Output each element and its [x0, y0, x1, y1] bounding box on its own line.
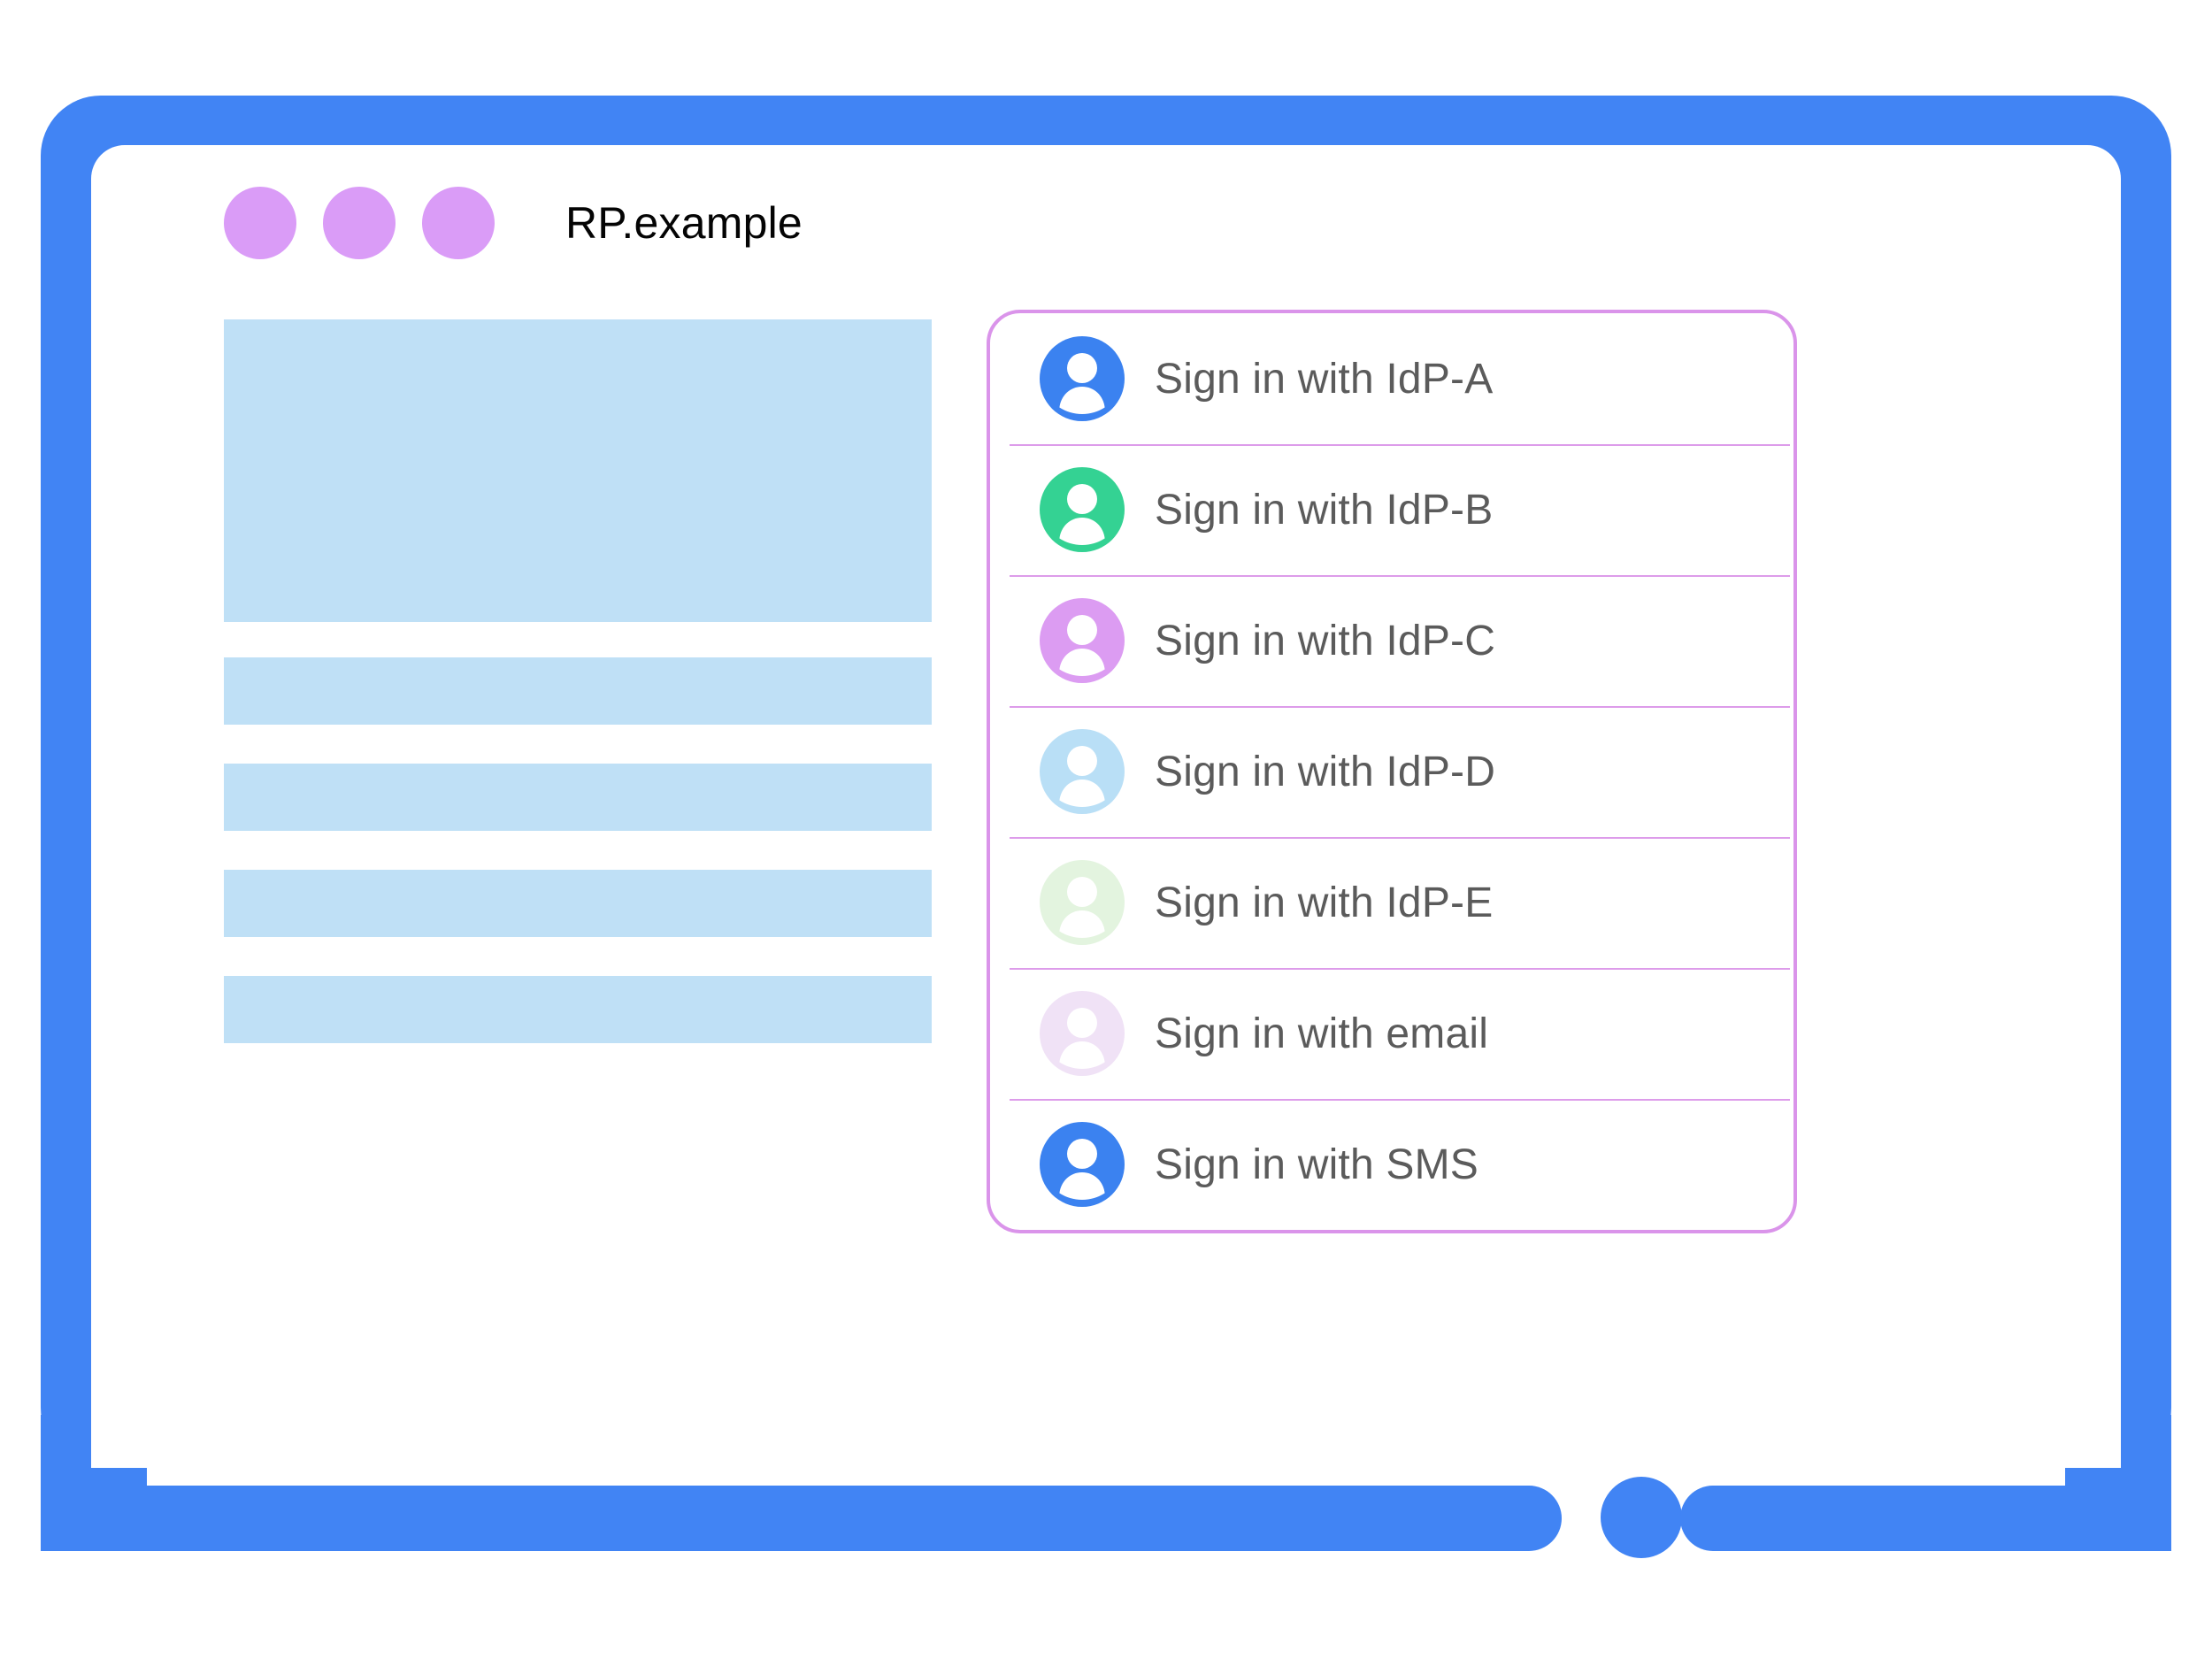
account-label: Sign in with email	[1155, 1010, 1489, 1057]
text-block-2	[224, 764, 932, 831]
text-block-1	[224, 657, 932, 725]
account-row-idp-d[interactable]: Sign in with IdP-D	[990, 706, 1793, 837]
account-label: Sign in with IdP-C	[1155, 617, 1496, 664]
account-avatar-icon	[1040, 1122, 1125, 1207]
account-label: Sign in with IdP-D	[1155, 748, 1496, 795]
page-content-placeholder	[224, 319, 932, 1043]
account-chooser-dialog: Sign in with IdP-A Sign in with IdP-B	[987, 310, 1797, 1233]
device-bottom-bar-left	[41, 1486, 1562, 1551]
account-label: Sign in with SMS	[1155, 1141, 1479, 1188]
browser-screen: RP.example Sign in with IdP-A	[91, 145, 2121, 1468]
account-avatar-icon	[1040, 467, 1125, 552]
browser-titlebar: RP.example	[91, 145, 2121, 301]
account-avatar-icon	[1040, 860, 1125, 945]
device-bottom-bar	[41, 1415, 2171, 1575]
account-row-email[interactable]: Sign in with email	[990, 968, 1793, 1099]
account-label: Sign in with IdP-B	[1155, 486, 1494, 534]
account-row-idp-c[interactable]: Sign in with IdP-C	[990, 575, 1793, 706]
hero-block	[224, 319, 932, 622]
text-block-4	[224, 976, 932, 1043]
home-button[interactable]	[1601, 1477, 1682, 1558]
account-label: Sign in with IdP-E	[1155, 879, 1494, 926]
device-bottom-bar-right	[1680, 1486, 2171, 1551]
account-avatar-icon	[1040, 598, 1125, 683]
page-title: RP.example	[565, 198, 803, 248]
window-dot-2[interactable]	[323, 187, 396, 259]
account-row-idp-b[interactable]: Sign in with IdP-B	[990, 444, 1793, 575]
window-dot-1[interactable]	[224, 187, 296, 259]
account-row-sms[interactable]: Sign in with SMS	[990, 1099, 1793, 1230]
account-row-idp-a[interactable]: Sign in with IdP-A	[990, 313, 1793, 444]
text-block-3	[224, 870, 932, 937]
account-label: Sign in with IdP-A	[1155, 355, 1494, 403]
account-avatar-icon	[1040, 336, 1125, 421]
account-avatar-icon	[1040, 991, 1125, 1076]
window-dot-3[interactable]	[422, 187, 495, 259]
account-avatar-icon	[1040, 729, 1125, 814]
device-frame: RP.example Sign in with IdP-A	[41, 96, 2171, 1575]
account-row-idp-e[interactable]: Sign in with IdP-E	[990, 837, 1793, 968]
